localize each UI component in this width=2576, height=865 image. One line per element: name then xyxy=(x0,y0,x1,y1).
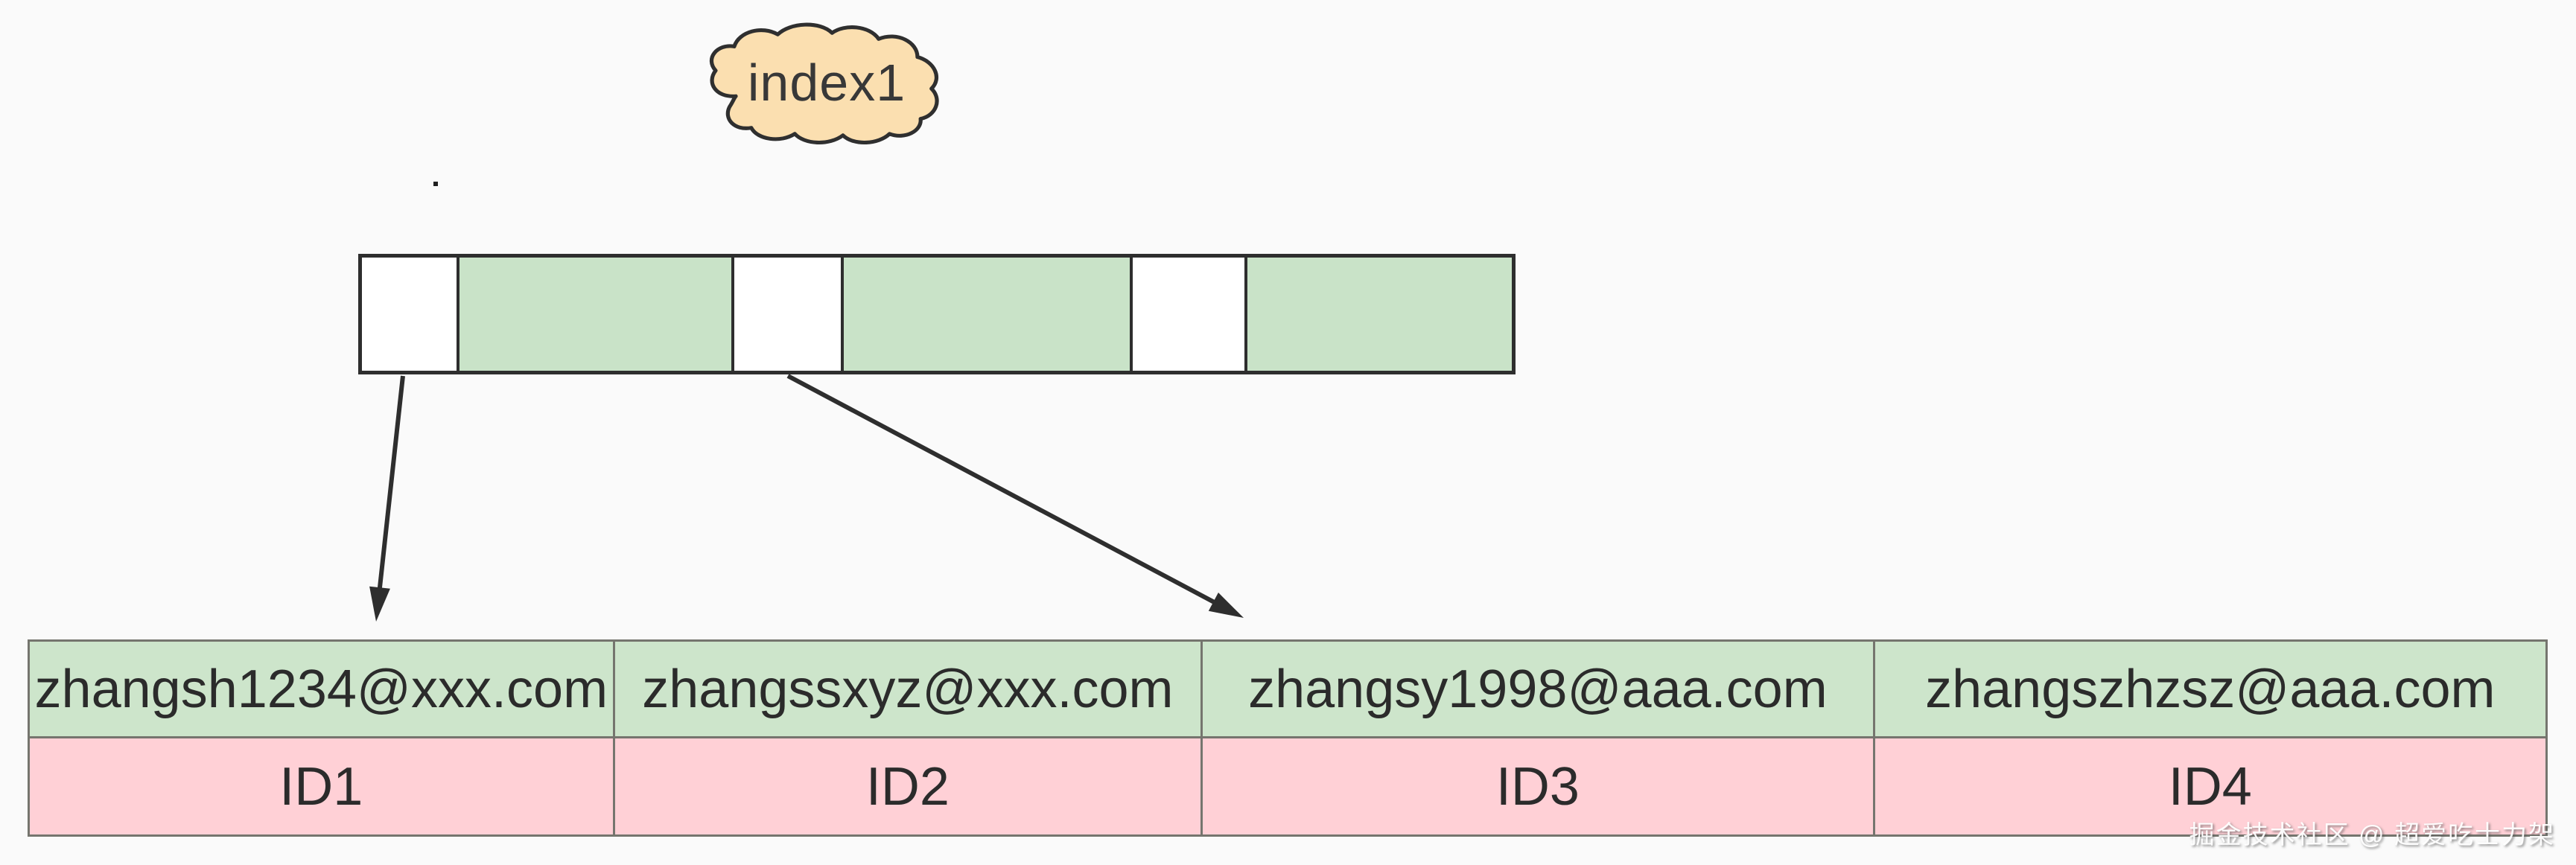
index-cloud-label: index1 xyxy=(747,54,906,112)
id-cell-4: ID4 xyxy=(1872,738,2545,834)
email-cell-3: zhangsy1998@aaa.com xyxy=(1200,642,1872,736)
email-cell-4: zhangszhzsz@aaa.com xyxy=(1872,642,2545,736)
stray-dot-artifact xyxy=(433,182,438,186)
arrow-head xyxy=(369,586,390,622)
email-cell-1: zhangsh1234@xxx.com xyxy=(34,659,608,719)
index-bar-segment-empty-2 xyxy=(731,258,841,371)
index-bar-segment-filled-3 xyxy=(840,258,1130,371)
cloud-shape-svg xyxy=(709,22,939,144)
index-bar-segment-filled-5 xyxy=(1244,258,1512,371)
email-cell-2: zhangssxyz@xxx.com xyxy=(612,642,1201,736)
index-bar-segment-filled-1 xyxy=(457,258,732,371)
cloud-shape xyxy=(709,22,939,144)
index-bar-segment-empty-0 xyxy=(362,258,457,371)
index-cloud: index1 xyxy=(699,18,955,147)
id-cell-2: ID2 xyxy=(612,738,1201,834)
index-bar-segment-empty-4 xyxy=(1129,258,1244,371)
arrow-line xyxy=(786,374,1220,607)
watermark: 掘金技术社区 @ 超爱吃士力架 xyxy=(2189,821,2555,849)
arrow-2 xyxy=(786,374,1244,618)
arrow-line xyxy=(377,375,405,594)
index-bar xyxy=(358,254,1516,374)
arrow-1 xyxy=(369,375,405,622)
arrow-head xyxy=(1208,593,1244,618)
id-cell-3: ID3 xyxy=(1200,738,1872,834)
id-cell-1: ID1 xyxy=(279,756,363,817)
